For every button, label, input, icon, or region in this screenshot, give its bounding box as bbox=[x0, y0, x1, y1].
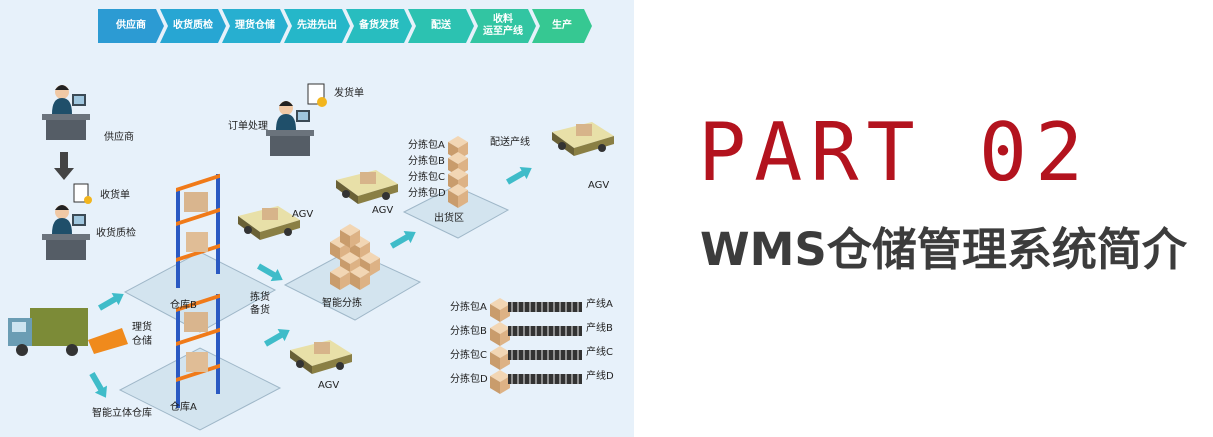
arrange-label-2: 仓储 bbox=[132, 336, 152, 347]
warehouse-a-label: 仓库A bbox=[170, 402, 197, 413]
inspection-label: 收货质检 bbox=[96, 228, 136, 239]
smart-warehouse-label: 智能立体仓库 bbox=[92, 408, 152, 419]
process-step: 先进先出 bbox=[284, 9, 350, 43]
smart-sorting-label: 智能分拣 bbox=[322, 298, 362, 309]
arrange-label-1: 理货 bbox=[132, 322, 152, 333]
sort-package-stack bbox=[448, 136, 468, 208]
sort-stack-label: 分拣包B bbox=[408, 156, 445, 167]
agv-label: AGV bbox=[372, 205, 394, 216]
flow-arrow bbox=[262, 324, 294, 351]
process-step: 供应商 bbox=[98, 9, 164, 43]
agv-label: AGV bbox=[318, 380, 340, 391]
warehouse-a-floor bbox=[118, 347, 282, 431]
pick-label-2: 备货 bbox=[250, 305, 270, 316]
conveyor-package-label: 分拣包A bbox=[450, 302, 487, 313]
agv-vehicle bbox=[336, 170, 398, 204]
order-processing-label: 订单处理 bbox=[228, 121, 268, 132]
process-step: 收货质检 bbox=[160, 9, 226, 43]
sort-stack-label: 分拣包D bbox=[408, 188, 446, 199]
receipt-clipboard-icon bbox=[73, 183, 92, 204]
sort-stack-label: 分拣包C bbox=[408, 172, 445, 183]
inspection-worker bbox=[42, 205, 90, 260]
flow-arrow-down bbox=[54, 152, 74, 180]
agv-vehicle bbox=[552, 122, 614, 156]
process-step: 配送 bbox=[408, 9, 474, 43]
supplier-label: 供应商 bbox=[104, 132, 134, 143]
agv-label: AGV bbox=[588, 180, 610, 191]
flow-arrow bbox=[96, 288, 128, 315]
delivery-note-clipboard-icon bbox=[307, 83, 327, 107]
process-step: 备货发货 bbox=[346, 9, 412, 43]
process-step: 理货仓储 bbox=[222, 9, 288, 43]
conveyor-line-label: 产线A bbox=[586, 299, 613, 310]
process-step: 生产 bbox=[532, 9, 592, 43]
section-title: WMS仓储管理系统简介 bbox=[700, 223, 1187, 276]
truck-icon bbox=[8, 308, 128, 356]
sort-stack-label: 分拣包A bbox=[408, 140, 445, 151]
agv-vehicle bbox=[290, 340, 352, 374]
conveyor-package-label: 分拣包C bbox=[450, 350, 487, 361]
conveyor-line-label: 产线C bbox=[586, 347, 613, 358]
conveyor-package-label: 分拣包B bbox=[450, 326, 487, 337]
receipt-label: 收货单 bbox=[100, 190, 130, 201]
outbound-area-label: 出货区 bbox=[434, 213, 464, 224]
agv-label: AGV bbox=[292, 209, 314, 220]
order-worker bbox=[266, 101, 314, 156]
warehouse-b-floor bbox=[123, 251, 277, 333]
flow-arrow bbox=[504, 162, 536, 189]
agv-vehicle bbox=[238, 206, 300, 240]
flow-arrow bbox=[85, 370, 112, 402]
conveyor-lines bbox=[490, 298, 582, 394]
wms-process-diagram: 供应商 收货质检 理货仓储 先进先出 备货发货 配送 收料 运至产线 生产 bbox=[0, 0, 634, 437]
delivery-line-label: 配送产线 bbox=[490, 137, 530, 148]
diagram-illustration bbox=[8, 83, 614, 431]
pick-label-1: 拣货 bbox=[250, 292, 270, 303]
delivery-note-label: 发货单 bbox=[334, 88, 364, 99]
outbound-floor bbox=[402, 185, 510, 239]
conveyor-package-label: 分拣包D bbox=[450, 374, 488, 385]
conveyor-line-label: 产线D bbox=[586, 371, 614, 382]
section-heading-panel: PART 02 WMS仓储管理系统简介 bbox=[634, 0, 1213, 437]
process-step: 收料 运至产线 bbox=[470, 9, 536, 43]
flow-arrow bbox=[388, 226, 420, 253]
supplier-worker bbox=[42, 85, 90, 140]
part-number-title: PART 02 bbox=[698, 106, 1092, 199]
warehouse-b-label: 仓库B bbox=[170, 300, 197, 311]
conveyor-line-label: 产线B bbox=[586, 323, 613, 334]
